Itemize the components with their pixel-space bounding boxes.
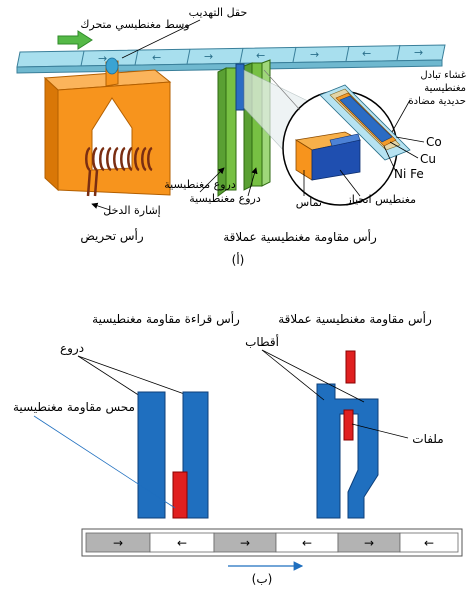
poles-label: أقطاب xyxy=(245,334,279,349)
co-leader xyxy=(395,136,425,143)
tape-arrow-3: → xyxy=(240,536,250,550)
exchange-film-leader xyxy=(391,99,411,133)
coil-upper xyxy=(345,350,356,384)
zoom-connector xyxy=(263,69,301,111)
inductive-head-core xyxy=(43,60,172,196)
write-head-poles xyxy=(316,383,379,519)
svg-text:←: ← xyxy=(152,51,161,64)
gmr-sensor-strip xyxy=(235,63,245,111)
tape-strip: → ← → ← → ← xyxy=(81,528,463,557)
exchange-film-label-1: غشاء تبادل xyxy=(420,70,466,81)
poles-leader-2 xyxy=(261,349,365,403)
shield-label-1: دروع مغنطيسية xyxy=(164,178,236,191)
tape-arrow-2: ← xyxy=(177,536,187,550)
shield-label-2: دروع مغنطيسية xyxy=(189,192,261,205)
magnetic-tape: → ← → ← → ← → xyxy=(16,44,446,74)
co-label: Co xyxy=(426,135,442,149)
shields-label: دروع xyxy=(60,341,84,356)
cu-leader xyxy=(389,141,419,159)
shields-leader-1 xyxy=(77,355,141,397)
tape-arrow-5: → xyxy=(364,536,374,550)
fringe-field-leader xyxy=(121,19,201,59)
coils-label: ملفات xyxy=(412,432,443,446)
svg-text:→: → xyxy=(204,50,213,63)
caption-a: (أ) xyxy=(232,252,245,267)
fringe-field-spot xyxy=(105,57,119,75)
bias-magnet-label: مغنطيس انحياز xyxy=(345,193,416,206)
coils-leader xyxy=(351,423,409,439)
read-sensor xyxy=(172,471,188,519)
tape-arrow-1: → xyxy=(113,536,123,550)
svg-text:←: ← xyxy=(362,47,371,60)
tape-arrow-6: ← xyxy=(424,536,434,550)
nife-label: Ni Fe xyxy=(394,167,424,181)
gmr-head-label-a: رأس مقاومة مغنطيسية عملاقة xyxy=(223,229,377,245)
moving-medium-label: وسط مغنطيسي متحرك xyxy=(80,18,189,31)
nife-leader xyxy=(383,145,397,173)
tape-arrow-4: ← xyxy=(302,536,312,550)
gmr-head-label-b: رأس مقاومة مغنطيسية عملاقة xyxy=(278,311,432,327)
shields-leader-2 xyxy=(77,355,191,397)
shield-leader-2 xyxy=(247,167,258,197)
inductive-head-label: رأس تحريض xyxy=(80,228,144,244)
gmr-sensor-leader xyxy=(33,415,176,509)
tape-motion-arrow xyxy=(57,30,93,50)
cu-label: Cu xyxy=(420,152,436,166)
coil xyxy=(85,146,153,197)
bias-magnet-leader xyxy=(339,169,361,197)
zoom-circle xyxy=(282,84,411,206)
read-shield-left xyxy=(137,391,166,519)
shield-leader-1 xyxy=(199,167,225,193)
caption-b: (ب) xyxy=(252,572,273,586)
svg-text:→: → xyxy=(98,52,107,65)
gmr-read-head-label: رأس قراءة مقاومة مغنطيسية xyxy=(92,311,240,327)
input-signal-leader xyxy=(91,202,111,211)
gmr-sensor-label: محس مقاومة مغنطيسية xyxy=(13,400,135,415)
svg-text:→: → xyxy=(310,48,319,61)
poles-leader-1 xyxy=(261,349,325,401)
fringe-field-label: حقل التهديب xyxy=(189,6,248,19)
input-signal-label: إشارة الدخل xyxy=(103,204,161,217)
svg-text:←: ← xyxy=(256,49,265,62)
exchange-film-label-2: مغنطيسية xyxy=(424,83,466,94)
exchange-film-label-3: حديدية مضادة xyxy=(408,96,466,107)
svg-text:→: → xyxy=(414,46,423,59)
contact-label: تماس xyxy=(296,196,322,209)
coil-lower xyxy=(343,409,354,441)
